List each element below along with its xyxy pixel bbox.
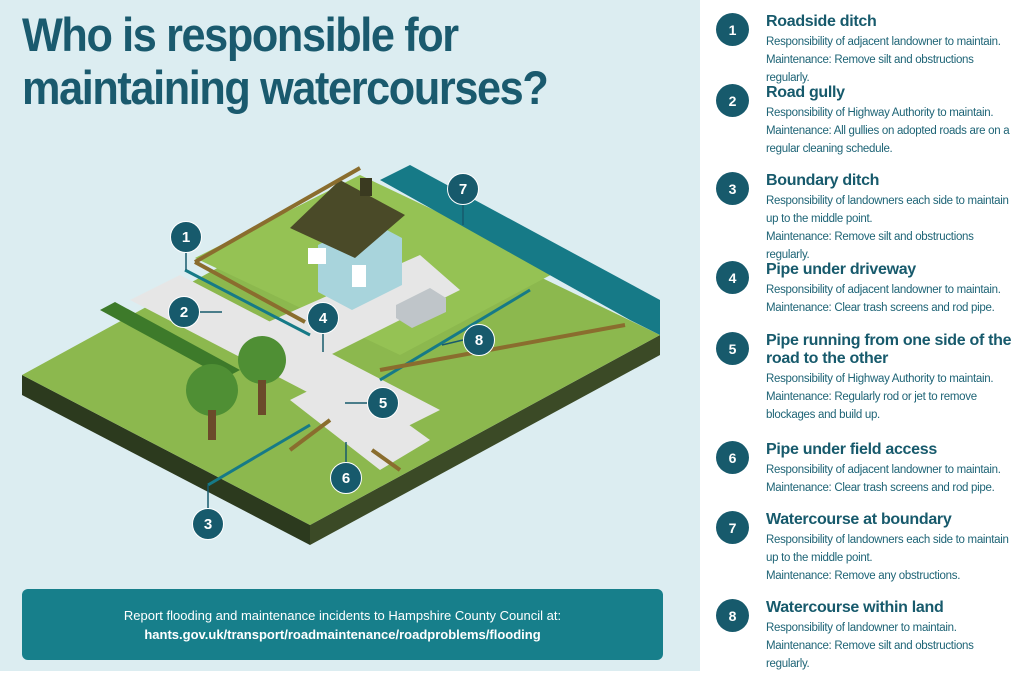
legend-number: 4 — [716, 261, 749, 294]
house-door — [352, 265, 366, 287]
tree — [186, 364, 238, 416]
fence — [194, 166, 361, 264]
legend-panel — [700, 0, 1024, 671]
marker-4: 4 — [307, 302, 339, 334]
fence — [194, 260, 306, 324]
marker-7: 7 — [447, 173, 479, 205]
house-window — [308, 248, 326, 264]
marker-2: 2 — [168, 296, 200, 328]
marker-1: 1 — [170, 221, 202, 253]
legend-number: 7 — [716, 511, 749, 544]
legend-number: 6 — [716, 441, 749, 474]
marker-8: 8 — [463, 324, 495, 356]
fence — [370, 448, 402, 472]
tree-trunk — [258, 380, 266, 415]
legend-heading: Watercourse at boundary — [766, 511, 952, 528]
ground-side-right — [310, 335, 660, 545]
legend-item: 6 Pipe under field access Responsibility… — [716, 441, 1016, 497]
legend-number: 5 — [716, 332, 749, 365]
watercourse-boundary — [380, 165, 660, 335]
legend-heading: Watercourse within land — [766, 599, 944, 616]
legend-heading: Road gully — [766, 84, 845, 101]
legend-item: 2 Road gully Responsibility of Highway A… — [716, 84, 1016, 158]
roadside-ditch — [184, 268, 311, 337]
legend-responsibility: Responsibility of landowners each side t… — [766, 195, 1009, 225]
legend-responsibility: Responsibility of Highway Authority to m… — [766, 373, 994, 385]
hedge — [100, 302, 240, 378]
legend-maintenance: Maintenance: Clear trash screens and rod… — [766, 302, 995, 314]
banner-link[interactable]: hants.gov.uk/transport/roadmaintenance/r… — [144, 626, 541, 642]
legend-responsibility: Responsibility of Highway Authority to m… — [766, 107, 994, 119]
legend-maintenance: Maintenance: All gullies on adopted road… — [766, 125, 1010, 155]
isometric-landscape-illustration — [22, 165, 660, 545]
title-line-1: Who is responsible for — [22, 8, 459, 61]
legend-item: 4 Pipe under driveway Responsibility of … — [716, 261, 1016, 317]
chimney — [360, 178, 372, 196]
legend-responsibility: Responsibility of adjacent landowner to … — [766, 464, 1001, 476]
legend-item: 3 Boundary ditch Responsibility of lando… — [716, 172, 1016, 264]
legend-maintenance: Maintenance: Remove silt and obstruction… — [766, 640, 974, 670]
legend-number: 2 — [716, 84, 749, 117]
legend-responsibility: Responsibility of adjacent landowner to … — [766, 36, 1001, 48]
legend-heading: Pipe under field access — [766, 441, 937, 458]
marker-5: 5 — [367, 387, 399, 419]
marker-3: 3 — [192, 508, 224, 540]
banner-text: Report flooding and maintenance incident… — [123, 607, 562, 623]
legend-heading: Roadside ditch — [766, 13, 877, 30]
field-access-road — [290, 375, 430, 470]
page-title: Who is responsible for maintaining water… — [22, 8, 611, 114]
legend-heading: Boundary ditch — [766, 172, 880, 189]
legend-maintenance: Maintenance: Clear trash screens and rod… — [766, 482, 995, 494]
legend-item: 7 Watercourse at boundary Responsibility… — [716, 511, 1016, 585]
legend-responsibility: Responsibility of landowner to maintain. — [766, 622, 957, 634]
title-line-2: maintaining watercourses? — [22, 61, 549, 114]
boundary-ditch — [207, 423, 311, 487]
legend-maintenance: Maintenance: Remove silt and obstruction… — [766, 54, 974, 84]
legend-maintenance: Maintenance: Remove any obstructions. — [766, 570, 961, 582]
legend-number: 1 — [716, 13, 749, 46]
fence — [379, 323, 626, 372]
legend-heading: Pipe running from one side of the road t… — [766, 332, 1012, 367]
car — [396, 288, 446, 328]
legend-item: 8 Watercourse within land Responsibility… — [716, 599, 1016, 673]
ground-side-left — [22, 375, 310, 545]
house-roof — [290, 180, 405, 258]
legend-heading: Pipe under driveway — [766, 261, 916, 278]
legend-maintenance: Maintenance: Regularly rod or jet to rem… — [766, 391, 977, 421]
legend-number: 3 — [716, 172, 749, 205]
report-banner: Report flooding and maintenance incident… — [22, 589, 663, 660]
legend-responsibility: Responsibility of adjacent landowner to … — [766, 284, 1001, 296]
legend-number: 8 — [716, 599, 749, 632]
legend-item: 1 Roadside ditch Responsibility of adjac… — [716, 13, 1016, 87]
legend-responsibility: Responsibility of landowners each side t… — [766, 534, 1009, 564]
driveway — [250, 255, 460, 370]
fence — [288, 418, 332, 452]
tree — [238, 336, 286, 384]
legend-item: 5 Pipe running from one side of the road… — [716, 332, 1016, 424]
marker-6: 6 — [330, 462, 362, 494]
legend-maintenance: Maintenance: Remove silt and obstruction… — [766, 231, 974, 261]
tree-trunk — [208, 410, 216, 440]
